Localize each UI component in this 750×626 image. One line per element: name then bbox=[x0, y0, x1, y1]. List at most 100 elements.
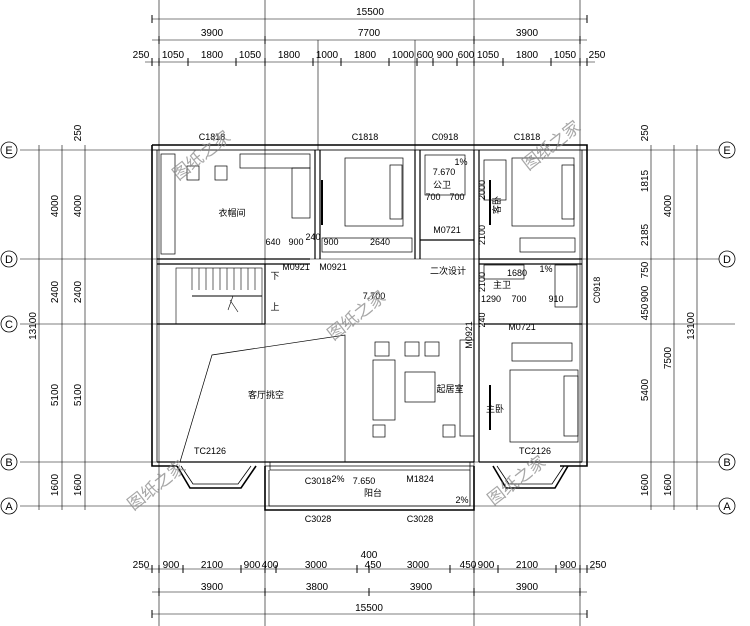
door-labels: M0921 M0921 M0721 M0921 M0721 M1824 bbox=[282, 225, 536, 484]
bottom-dim: 250 bbox=[590, 560, 607, 571]
bottom-dim: 400 bbox=[262, 560, 279, 571]
bottom-total-dim: 15500 bbox=[355, 603, 383, 614]
right-dim: 5400 bbox=[640, 378, 651, 401]
bottom-dim: 450 bbox=[460, 560, 477, 571]
interior-dim: 2100 bbox=[477, 225, 487, 245]
slope-label: 1% bbox=[539, 264, 552, 274]
room-label-wardrobe: 衣帽间 bbox=[218, 207, 245, 219]
interior-dim: 2000 bbox=[477, 180, 487, 200]
bottom-dim: 900 bbox=[244, 560, 261, 571]
window-label: C1818 bbox=[199, 132, 226, 142]
top-dim: 250 bbox=[133, 50, 150, 61]
top-dim: 250 bbox=[589, 50, 606, 61]
bottom-dim: 2100 bbox=[201, 560, 224, 571]
bottom-dimensions bbox=[145, 565, 595, 618]
top-dim: 900 bbox=[437, 50, 454, 61]
top-dim: 600 bbox=[458, 50, 475, 61]
axis-labels: E D C B A E D B A bbox=[5, 145, 731, 513]
top-dim: 1050 bbox=[477, 50, 500, 61]
left-dim: 1600 bbox=[73, 473, 84, 496]
interior-dim: 2100 bbox=[477, 272, 487, 292]
level-label: 7.700 bbox=[363, 291, 386, 301]
top-dim: 1050 bbox=[239, 50, 262, 61]
axis-label-a: A bbox=[5, 501, 13, 513]
axis-label-b: B bbox=[5, 457, 12, 469]
slope-label: 2% bbox=[455, 495, 468, 505]
door-label: M0721 bbox=[508, 322, 536, 332]
axis-label-d: D bbox=[5, 254, 13, 266]
door-label: M0721 bbox=[433, 225, 461, 235]
top-dim: 3900 bbox=[516, 28, 539, 39]
interior-dim: 240 bbox=[477, 312, 487, 327]
watermark-text: 图纸之家 bbox=[324, 287, 390, 345]
right-dim: 1815 bbox=[640, 169, 651, 192]
right-dim: 900 bbox=[640, 285, 651, 302]
slope-label: 1% bbox=[454, 157, 467, 167]
bottom-dimension-labels: 400 250 900 2100 900 400 3000 450 3000 4… bbox=[133, 550, 607, 614]
window-label: C1818 bbox=[352, 132, 379, 142]
interior-dim: 1680 bbox=[507, 268, 527, 278]
interior-dim: 640 bbox=[265, 237, 280, 247]
axis-label-b: B bbox=[723, 457, 730, 469]
window-label: C3028 bbox=[305, 514, 332, 524]
left-dim: 5100 bbox=[73, 383, 84, 406]
interior-dim: 2640 bbox=[370, 237, 390, 247]
left-dim: 4000 bbox=[73, 194, 84, 217]
axis-label-a: A bbox=[723, 501, 731, 513]
interior-dim: 700 bbox=[511, 294, 526, 304]
right-dim: 7500 bbox=[663, 346, 674, 369]
bottom-mid-dim: 400 bbox=[361, 550, 378, 561]
right-dim: 1600 bbox=[663, 473, 674, 496]
left-dimension-labels: 13100 4000 2400 5100 1600 250 4000 2400 … bbox=[28, 124, 84, 496]
axis-label-c: C bbox=[5, 319, 13, 331]
stair-up-label: 上 bbox=[270, 302, 279, 313]
right-dim: 4000 bbox=[663, 194, 674, 217]
left-dimensions bbox=[38, 145, 86, 510]
furniture bbox=[160, 153, 579, 443]
door-label: M0921 bbox=[319, 262, 347, 272]
axis-markers-right bbox=[718, 141, 736, 515]
bottom-dim: 3000 bbox=[407, 560, 430, 571]
room-label-balcony: 阳台 bbox=[364, 487, 382, 499]
right-dim: 450 bbox=[640, 303, 651, 320]
room-label-guest: 客卧 bbox=[491, 196, 503, 214]
left-dim: 4000 bbox=[50, 194, 61, 217]
top-dim: 1800 bbox=[516, 50, 539, 61]
grid-lines bbox=[20, 0, 735, 626]
top-dim: 1050 bbox=[162, 50, 185, 61]
left-dim: 2400 bbox=[50, 280, 61, 303]
right-dimensions bbox=[650, 145, 698, 510]
watermark-text: 图纸之家 bbox=[519, 117, 585, 175]
interior-dim: 1290 bbox=[481, 294, 501, 304]
bottom-dim: 2100 bbox=[516, 560, 539, 571]
right-dim: 1600 bbox=[640, 473, 651, 496]
bottom-dim: 450 bbox=[365, 560, 382, 571]
axis-label-e: E bbox=[723, 145, 730, 157]
level-label: 7.650 bbox=[353, 476, 376, 486]
window-label: C0918 bbox=[592, 277, 602, 304]
level-label: 7.670 bbox=[433, 167, 456, 177]
window-label: TC2126 bbox=[194, 446, 226, 456]
top-dim: 1800 bbox=[354, 50, 377, 61]
door-label: M0921 bbox=[282, 262, 310, 272]
slope-label: 2% bbox=[331, 474, 344, 484]
right-total-dim: 13100 bbox=[686, 312, 697, 340]
level-marks: 7.670 7.700 7.650 1% 1% 2% 2% bbox=[331, 157, 552, 505]
top-dim: 7700 bbox=[358, 28, 381, 39]
axis-label-d: D bbox=[723, 254, 731, 266]
interior-dim: 240 bbox=[305, 232, 320, 242]
bottom-dim: 250 bbox=[133, 560, 150, 571]
top-dim: 600 bbox=[417, 50, 434, 61]
staircase bbox=[175, 267, 263, 325]
left-dim: 250 bbox=[73, 124, 84, 141]
room-label-bath: 公卫 bbox=[433, 180, 451, 191]
top-dimensions bbox=[145, 15, 595, 66]
top-dim: 3900 bbox=[201, 28, 224, 39]
right-dim: 750 bbox=[640, 261, 651, 278]
top-dimension-labels: 15500 3900 7700 3900 250 1050 1800 1050 … bbox=[133, 7, 606, 61]
top-total-dim: 15500 bbox=[356, 7, 384, 18]
interior-dim: 900 bbox=[323, 237, 338, 247]
left-dim: 5100 bbox=[50, 383, 61, 406]
interior-dim: 910 bbox=[548, 294, 563, 304]
exterior-walls bbox=[151, 144, 588, 511]
